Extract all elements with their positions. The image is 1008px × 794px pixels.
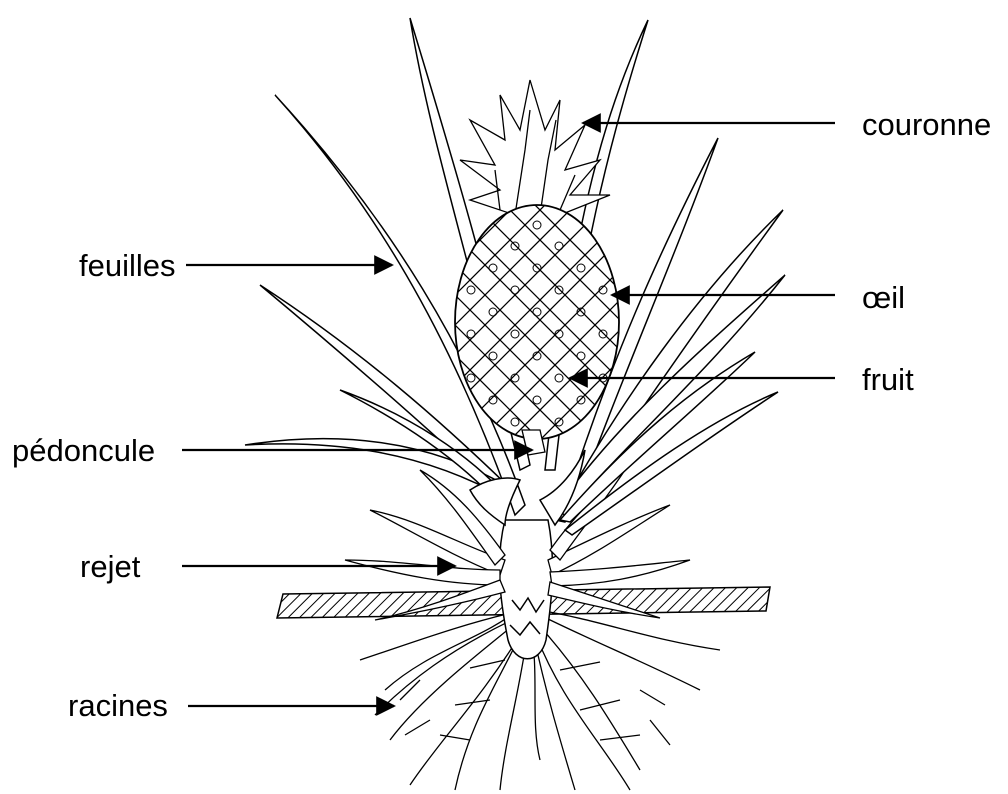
label-feuilles: feuilles — [79, 250, 176, 281]
crown — [460, 80, 610, 215]
label-pedoncule: pédoncule — [12, 435, 155, 466]
label-racines: racines — [68, 690, 168, 721]
stem — [499, 520, 552, 659]
label-couronne: couronne — [862, 109, 991, 140]
label-oeil: œil — [862, 282, 905, 313]
label-rejet: rejet — [80, 551, 140, 582]
label-fruit: fruit — [862, 364, 914, 395]
